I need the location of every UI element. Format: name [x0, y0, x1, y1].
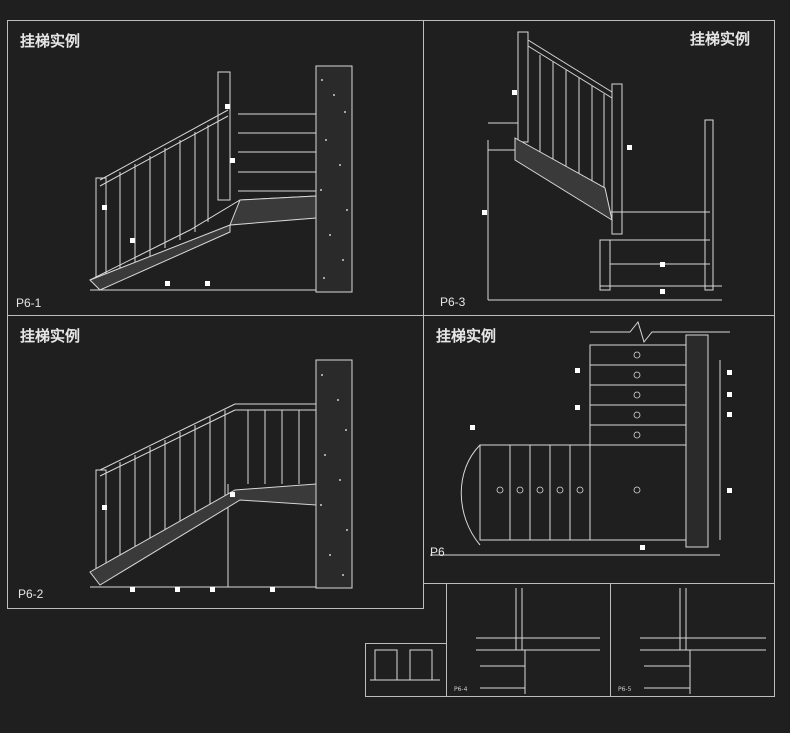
panel-frame-p6-5	[610, 583, 775, 697]
wall-column	[685, 334, 709, 548]
wall-column	[315, 65, 353, 293]
panel-title-p6-2: 挂梯实例	[20, 327, 81, 345]
detail-p6-4	[476, 588, 600, 694]
panel-code-p6: P6	[430, 545, 445, 559]
stair-plan-p6	[430, 320, 730, 556]
panel-frame-detail	[365, 643, 447, 697]
stair-elevation-p6-3	[487, 31, 722, 301]
wall-column	[315, 359, 353, 589]
panel-title-p6: 挂梯实例	[436, 327, 497, 345]
stair-elevation-p6-2	[89, 359, 353, 589]
detail-p6-5	[640, 588, 766, 694]
panel-code-p6-4: P6-4	[454, 686, 468, 693]
panel-code-p6-1: P6-1	[16, 296, 42, 310]
panel-code-p6-3: P6-3	[440, 295, 466, 309]
panel-code-p6-2: P6-2	[18, 587, 44, 601]
panel-title-p6-3: 挂梯实例	[690, 30, 751, 48]
panel-code-p6-5: P6-5	[618, 686, 632, 693]
stair-elevation-p6-1	[89, 65, 353, 293]
detail-small	[370, 649, 440, 681]
panel-title-p6-1: 挂梯实例	[20, 32, 81, 50]
